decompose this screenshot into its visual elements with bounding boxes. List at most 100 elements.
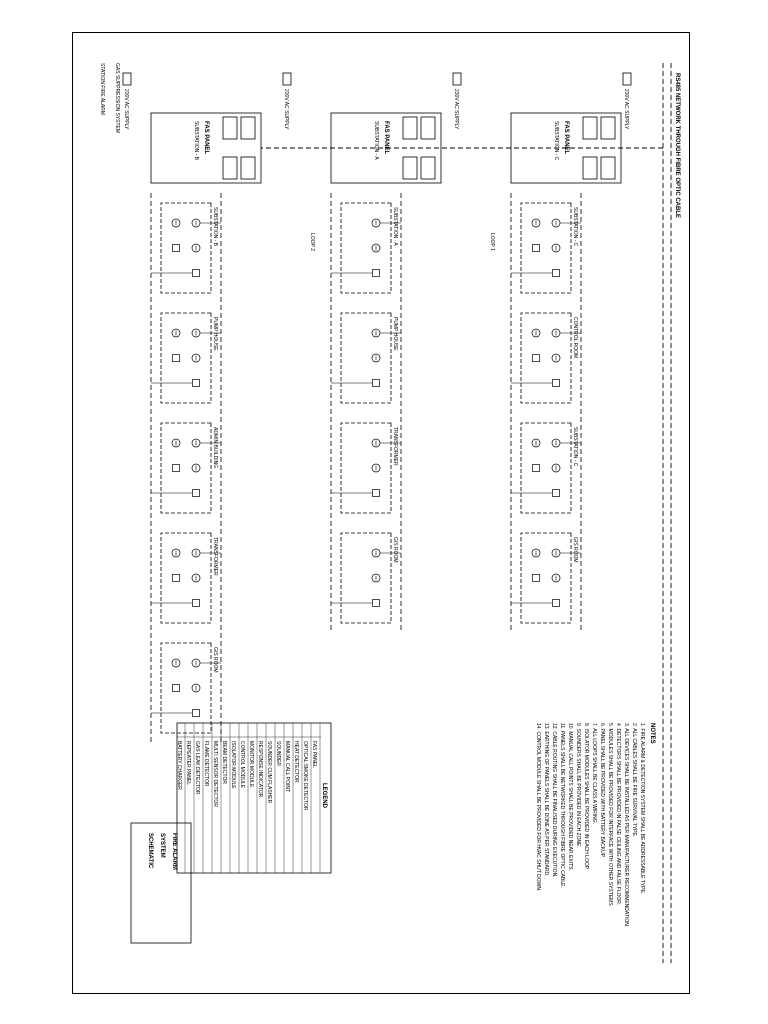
panel-card-1-b <box>402 116 418 140</box>
panel-title-0: FAS PANEL <box>563 121 569 155</box>
panel-card-1 <box>420 116 436 140</box>
zone-box-1-3 <box>340 532 392 624</box>
panel-card-2-b <box>222 116 238 140</box>
zone-label-0-1: CONTROL ROOM <box>572 317 578 358</box>
zone-label-2-1: PUMP HOUSE <box>212 317 218 351</box>
note-line-10: 11. PANELS SHALL BE NETWORKED THROUGH FI… <box>559 723 565 888</box>
note-line-4: 5. MODULES SHALL BE PROVIDED FOR INTERFA… <box>607 723 613 907</box>
module-b-2-3 <box>172 574 180 582</box>
panel-title-1: FAS PANEL <box>383 121 389 155</box>
zone-label-2-4: GIS ROOM <box>212 647 218 673</box>
legend-row-14: REPEATER PANEL <box>185 741 191 785</box>
panel-card-1-c <box>420 156 436 180</box>
panel-title-2: FAS PANEL <box>203 121 209 155</box>
zone-box-2-2 <box>160 422 212 514</box>
note-line-1: 2. ALL CABLES SHALL BE FIRE SURVIVAL TYP… <box>631 723 637 837</box>
zone-label-1-1: PUMP HOUSE <box>392 317 398 351</box>
note-line-7: 8. ISOLATOR MODULES SHALL BE PROVIDED IN… <box>583 723 589 870</box>
extra-label-0: GAS SUPPRESSION SYSTEM <box>114 63 120 133</box>
zone-label-2-0: SUBSTATION - B <box>212 207 218 247</box>
zone-label-2-2: ADMIN BUILDING <box>212 427 218 468</box>
note-line-5: 6. PANEL SHALL BE PROVIDED WITH BATTERY … <box>599 723 605 858</box>
note-line-8: 9. SOUNDERS SHALL BE PROVIDED IN EACH ZO… <box>575 723 581 848</box>
legend-row-8: CONTROL MODULE <box>239 741 245 789</box>
zone-label-1-2: TRANSFORMER <box>392 427 398 466</box>
extra-label-1: STATION FIRE ALARM <box>99 63 105 115</box>
module-0-0 <box>552 269 560 277</box>
module-b-0-2 <box>532 464 540 472</box>
power-supply-2 <box>282 72 292 86</box>
legend-row-1: OPTICAL SMOKE DETECTOR <box>302 741 308 811</box>
panel-card-2-d <box>222 156 238 180</box>
power-note-0: 230V AC SUPPLY <box>623 89 629 130</box>
title-block <box>130 822 192 944</box>
module-b-0-0 <box>532 244 540 252</box>
module-1-2 <box>372 489 380 497</box>
zone-box-2-4 <box>160 642 212 734</box>
note-line-9: 10. MANUAL CALL POINTS SHALL BE PROVIDED… <box>567 723 573 871</box>
note-line-2: 3. ALL DEVICES SHALL BE INSTALLED AS PER… <box>623 723 629 927</box>
legend-row-7: MONITOR MODULE <box>248 741 254 788</box>
legend-title: LEGEND <box>321 783 327 809</box>
zone-box-2-1 <box>160 312 212 404</box>
title-block-line-2: SCHEMATIC <box>147 833 153 869</box>
zone-box-0-0 <box>520 202 572 294</box>
legend-row-4: SOUNDER <box>275 741 281 766</box>
note-line-3: 4. DETECTORS SHALL BE PROVIDED IN FALSE … <box>615 723 621 905</box>
power-note-3: 230V AC SUPPLY <box>123 89 129 130</box>
module-2-1 <box>192 379 200 387</box>
module-2-4 <box>192 709 200 717</box>
zone-box-0-1 <box>520 312 572 404</box>
zone-label-2-3: TRANSFORMER <box>212 537 218 576</box>
legend-row-2: HEAT DETECTOR <box>293 741 299 783</box>
module-1-3 <box>372 599 380 607</box>
panel-location-0: SUBSTATION - C <box>553 121 559 161</box>
zone-box-2-3 <box>160 532 212 624</box>
power-supply-0 <box>622 72 632 86</box>
note-line-11: 12. CABLE ROUTING SHALL BE FINALISED DUR… <box>551 723 557 878</box>
power-note-1: 230V AC SUPPLY <box>453 89 459 130</box>
legend-row-13: GAS LEAK DETECTOR <box>194 741 200 795</box>
module-2-0 <box>192 269 200 277</box>
module-b-2-2 <box>172 464 180 472</box>
power-supply-3 <box>122 72 132 86</box>
module-b-2-4 <box>172 684 180 692</box>
panel-card-0-d <box>582 156 598 180</box>
module-1-0 <box>372 269 380 277</box>
module-0-2 <box>552 489 560 497</box>
panel-card-0-c <box>600 156 616 180</box>
zone-label-1-3: GIS ROOM <box>392 537 398 563</box>
module-2-2 <box>192 489 200 497</box>
power-supply-1 <box>452 72 462 86</box>
fas-panel-1 <box>330 112 442 184</box>
zone-box-0-3 <box>520 532 572 624</box>
legend-row-12: FLAME DETECTOR <box>203 741 209 787</box>
legend-row-0: FAS PANEL <box>311 741 317 768</box>
zone-box-1-2 <box>340 422 392 514</box>
panel-card-1-d <box>402 156 418 180</box>
module-b-0-3 <box>532 574 540 582</box>
panel-card-0-b <box>582 116 598 140</box>
legend-row-15: BATTERY CHARGER <box>176 741 182 790</box>
panel-card-2-c <box>240 156 256 180</box>
extra-label-2: LOOP 1 <box>489 233 495 251</box>
note-line-13: 14. CONTROL MODULE SHALL BE PROVIDED FOR… <box>535 723 541 891</box>
panel-card-0 <box>600 116 616 140</box>
module-b-2-1 <box>172 354 180 362</box>
panel-location-2: SUBSTATION - B <box>193 121 199 161</box>
title-block-line-0: FIRE ALARM <box>171 833 177 870</box>
module-b-2-0 <box>172 244 180 252</box>
zone-box-2-0 <box>160 202 212 294</box>
zone-box-1-1 <box>340 312 392 404</box>
zone-label-0-0: SUBSTATION - C <box>572 207 578 247</box>
panel-card-2 <box>240 116 256 140</box>
note-line-12: 13. EARTHING OF PANELS SHALL BE DONE AS … <box>543 723 549 876</box>
module-0-3 <box>552 599 560 607</box>
module-0-1 <box>552 379 560 387</box>
zone-label-1-0: SUBSTATION - A <box>392 207 398 246</box>
module-1-1 <box>372 379 380 387</box>
zone-box-0-2 <box>520 422 572 514</box>
legend-table <box>176 722 332 874</box>
legend-row-6: RESPONSE INDICATOR <box>257 741 263 798</box>
